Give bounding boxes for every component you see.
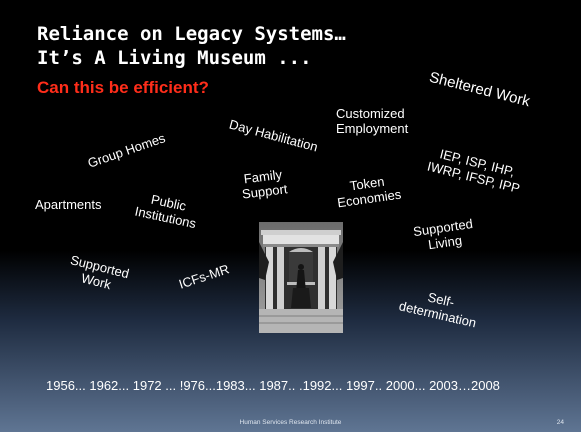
term-customized-employment: Customized Employment — [336, 106, 409, 136]
timeline-years: 1956... 1962... 1972 ... !976...1983... … — [46, 378, 500, 393]
term-supported-living: Supported Living — [412, 215, 474, 253]
term-apartments: Apartments — [35, 197, 102, 212]
term-self-determination: Self- determination — [397, 289, 478, 331]
term-icfs-mr: ICFs-MR — [176, 261, 232, 292]
term-supported-work: Supported Work — [68, 252, 131, 293]
term-iep-list: IEP, ISP, IHP, IWRP, IFSP, IPP — [425, 146, 522, 197]
term-day-habilitation: Day Habilitation — [227, 116, 320, 155]
term-sheltered-work: Sheltered Work — [427, 68, 532, 111]
museum-building-photo — [259, 222, 343, 333]
term-token-economies: Token Economies — [336, 173, 403, 211]
slide-title: Reliance on Legacy Systems… It’s A Livin… — [37, 22, 346, 70]
title-line-2: It’s A Living Museum ... — [37, 47, 312, 69]
term-group-homes: Group Homes — [85, 130, 168, 171]
page-number: 24 — [556, 419, 564, 426]
title-line-1: Reliance on Legacy Systems… — [37, 23, 346, 45]
term-family-support: Family Support — [241, 166, 289, 202]
footer-organization: Human Services Research Institute — [239, 419, 342, 426]
slide-subtitle: Can this be efficient? — [37, 78, 209, 97]
term-public-institutions: Public Institutions — [133, 191, 198, 232]
